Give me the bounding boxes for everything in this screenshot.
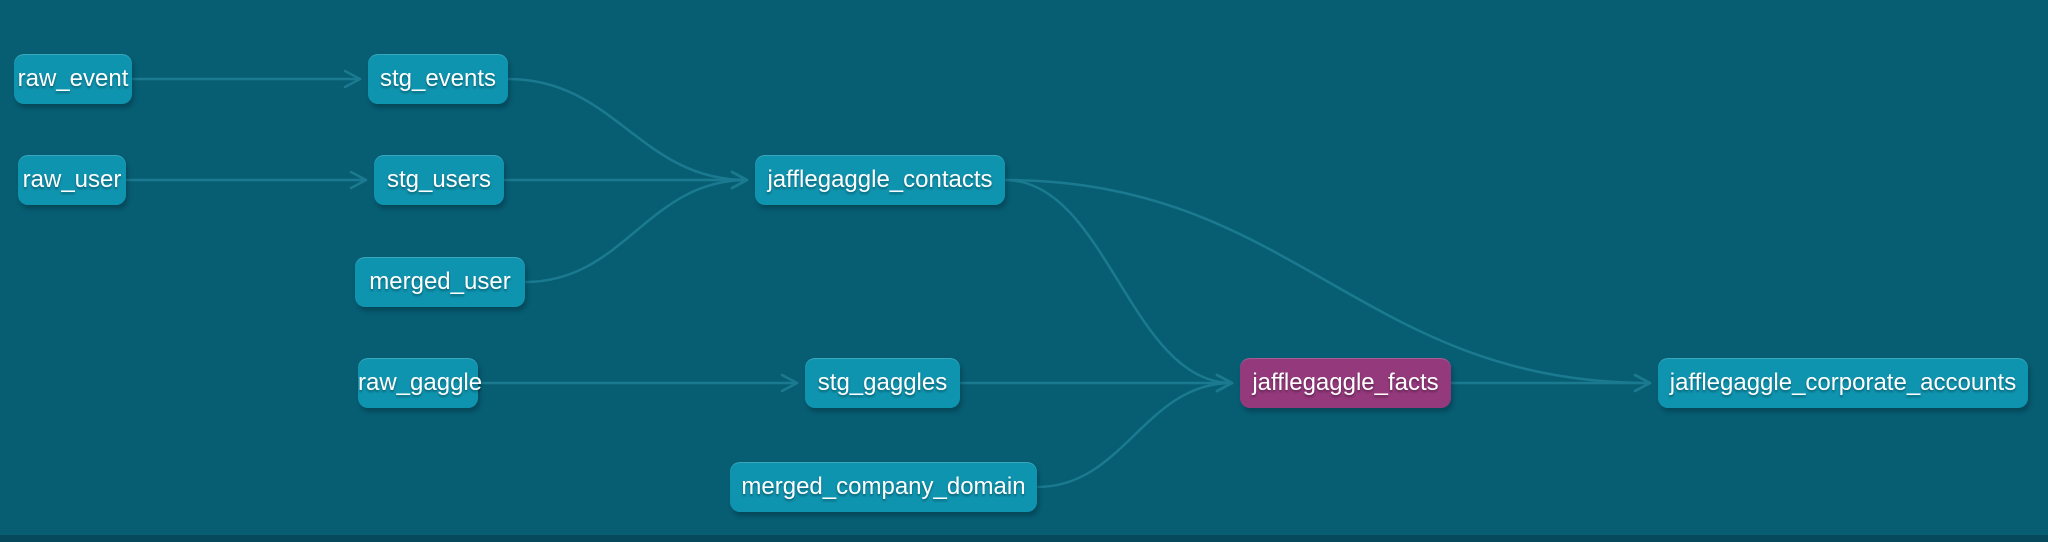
node-stg_events[interactable]: stg_events <box>368 54 508 104</box>
node-raw_gaggle[interactable]: raw_gaggle <box>358 358 482 408</box>
node-label: jafflegaggle_contacts <box>767 166 993 193</box>
node-label: stg_users <box>386 166 492 193</box>
node-stg_gaggles[interactable]: stg_gaggles <box>805 358 960 408</box>
edge-merged_user-to-jafflegaggle_contacts <box>523 170 749 284</box>
node-label: stg_events <box>379 65 497 92</box>
node-label: raw_gaggle <box>358 369 483 396</box>
node-raw_user[interactable]: raw_user <box>18 155 126 205</box>
node-label: stg_gaggles <box>817 369 948 396</box>
node-merged_company_domain[interactable]: merged_company_domain <box>730 462 1037 512</box>
node-label: jafflegaggle_corporate_accounts <box>1669 369 2017 396</box>
edge-merged_company_domain-to-jafflegaggle_facts <box>1035 373 1234 489</box>
node-label: merged_user <box>369 268 511 295</box>
edge-jafflegaggle_contacts-to-jafflegaggle_corporate_accounts <box>1003 178 1652 393</box>
node-merged_user[interactable]: merged_user <box>355 257 525 307</box>
node-jafflegaggle_facts[interactable]: jafflegaggle_facts <box>1240 358 1451 408</box>
bottom-bar <box>0 535 2048 542</box>
node-label: raw_user <box>22 166 122 193</box>
node-jafflegaggle_contacts[interactable]: jafflegaggle_contacts <box>755 155 1005 205</box>
node-label: raw_event <box>17 65 129 92</box>
node-label: merged_company_domain <box>741 473 1026 500</box>
node-jafflegaggle_corporate_accounts[interactable]: jafflegaggle_corporate_accounts <box>1658 358 2028 408</box>
node-label: jafflegaggle_facts <box>1252 369 1439 396</box>
node-raw_event[interactable]: raw_event <box>14 54 132 104</box>
edge-stg_events-to-jafflegaggle_contacts <box>506 77 749 190</box>
node-stg_users[interactable]: stg_users <box>374 155 504 205</box>
edge-jafflegaggle_contacts-to-jafflegaggle_facts <box>1003 178 1234 393</box>
